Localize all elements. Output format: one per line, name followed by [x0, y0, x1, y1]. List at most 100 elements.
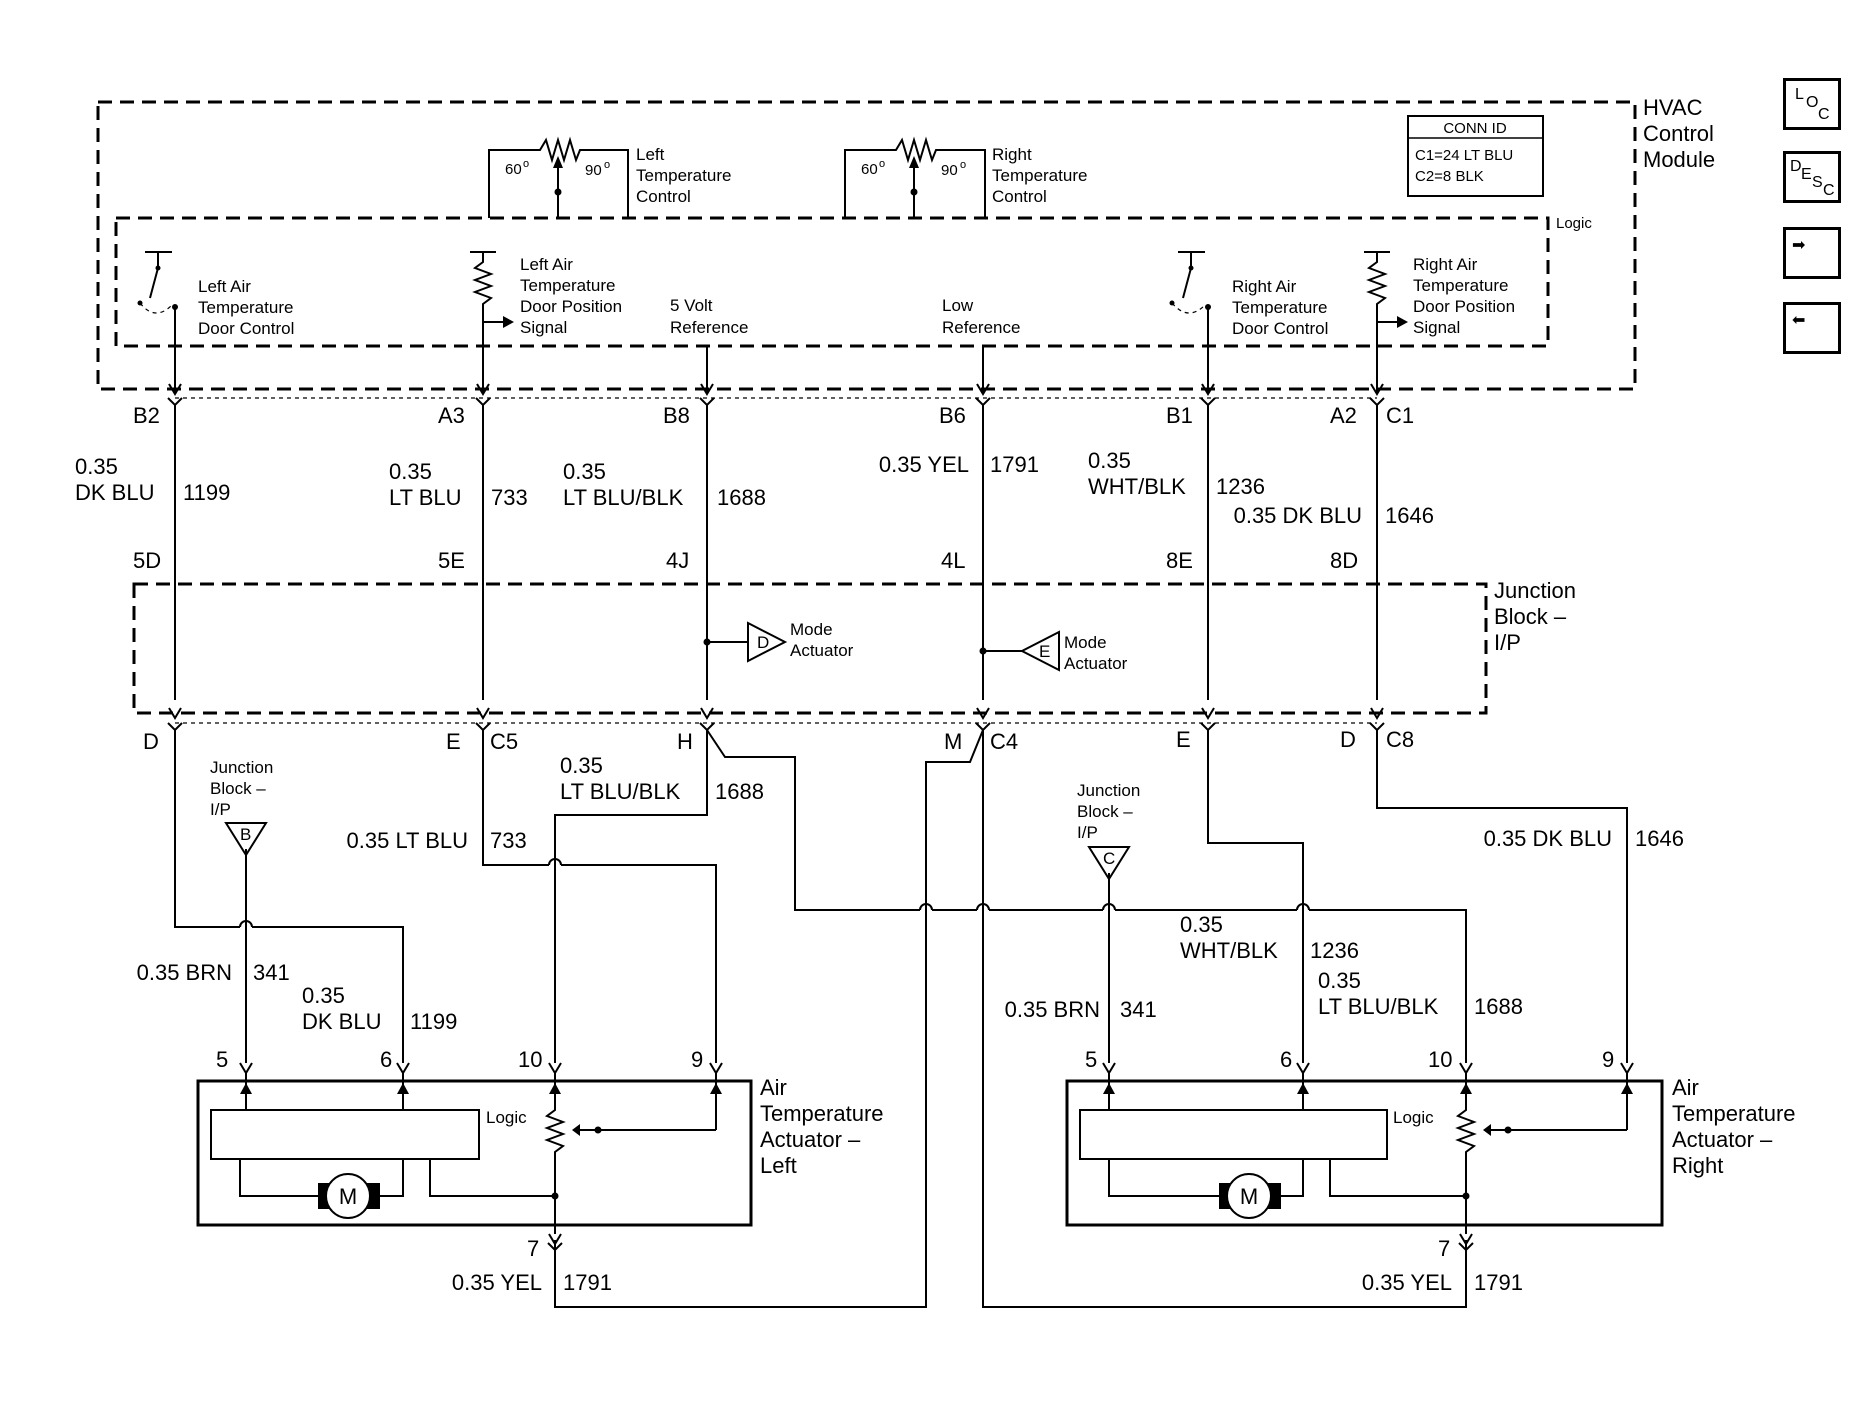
svg-text:I/P: I/P [1494, 630, 1521, 655]
svg-text:Door Position: Door Position [1413, 297, 1515, 316]
svg-text:WHT/BLK: WHT/BLK [1180, 938, 1278, 963]
svg-text:Actuator: Actuator [1064, 654, 1128, 673]
svg-text:1688: 1688 [715, 779, 764, 804]
svg-text:Door Position: Door Position [520, 297, 622, 316]
svg-text:Logic: Logic [486, 1108, 527, 1127]
svg-text:8E: 8E [1166, 548, 1193, 573]
left-actuator: Logic M 7 [196, 1073, 753, 1261]
back-arrow-icon: ⬅ [1792, 312, 1806, 329]
svg-text:Temperature: Temperature [636, 166, 731, 185]
svg-text:1791: 1791 [990, 452, 1039, 477]
svg-text:B: B [240, 825, 251, 844]
low-reference: Low Reference [942, 296, 1020, 393]
svg-text:Temperature: Temperature [520, 276, 615, 295]
svg-text:1791: 1791 [1474, 1270, 1523, 1295]
svg-text:A2: A2 [1330, 403, 1357, 428]
svg-text:o: o [604, 159, 610, 171]
svg-text:Temperature: Temperature [760, 1101, 884, 1126]
svg-text:0.35: 0.35 [1180, 912, 1223, 937]
svg-text:B2: B2 [133, 403, 160, 428]
svg-text:0.35: 0.35 [563, 459, 606, 484]
hvac-connector [167, 383, 1385, 407]
svg-text:LT BLU/BLK: LT BLU/BLK [560, 779, 681, 804]
svg-text:D: D [1340, 727, 1356, 752]
lower-wire-labels: 0.35 LT BLU/BLK 1688 0.35 LT BLU 733 0.3… [137, 753, 1684, 1295]
svg-text:1688: 1688 [717, 485, 766, 510]
svg-text:I/P: I/P [1077, 823, 1098, 842]
left-actuator-pins: 5 6 10 9 [216, 1047, 723, 1075]
svg-text:I/P: I/P [210, 800, 231, 819]
svg-text:0.35: 0.35 [560, 753, 603, 778]
lower-wires [174, 729, 1628, 1308]
mode-actuator-e: E Mode Actuator [979, 630, 1128, 673]
svg-text:0.35 BRN: 0.35 BRN [1005, 997, 1100, 1022]
svg-text:H: H [677, 729, 693, 754]
svg-text:4L: 4L [941, 548, 965, 573]
svg-text:733: 733 [491, 485, 528, 510]
svg-text:0.35 YEL: 0.35 YEL [879, 452, 969, 477]
svg-text:Actuator –: Actuator – [1672, 1127, 1773, 1152]
svg-text:o: o [960, 159, 966, 171]
svg-text:CONN ID: CONN ID [1443, 120, 1507, 137]
svg-text:Reference: Reference [942, 318, 1020, 337]
svg-text:0.35 DK BLU: 0.35 DK BLU [1484, 826, 1612, 851]
forward-arrow-icon: ➡ [1792, 237, 1806, 254]
back-button[interactable]: ⬅ [1783, 302, 1841, 354]
junction-block-bottom-connector [167, 707, 1385, 732]
mode-actuator-d: D Mode Actuator [703, 620, 854, 663]
svg-text:Logic: Logic [1393, 1108, 1434, 1127]
svg-text:C5: C5 [490, 729, 518, 754]
junction-block-title: Junction Block – I/P [1494, 578, 1576, 655]
svg-text:5: 5 [216, 1047, 228, 1072]
svg-text:Signal: Signal [1413, 318, 1460, 337]
svg-text:1236: 1236 [1310, 938, 1359, 963]
svg-text:Temperature: Temperature [1413, 276, 1508, 295]
forward-button[interactable]: ➡ [1783, 227, 1841, 279]
right-door-control-switch: Right Air Temperature Door Control [1169, 251, 1328, 393]
svg-text:8D: 8D [1330, 548, 1358, 573]
svg-text:0.35 LT BLU: 0.35 LT BLU [347, 828, 468, 853]
svg-text:Actuator –: Actuator – [760, 1127, 861, 1152]
svg-text:Module: Module [1643, 147, 1715, 172]
svg-text:Air: Air [760, 1075, 787, 1100]
svg-text:C1: C1 [1386, 403, 1414, 428]
svg-text:Control: Control [992, 187, 1047, 206]
right-actuator-pins: 5 6 10 9 [1085, 1047, 1634, 1075]
svg-text:C: C [1103, 849, 1115, 868]
description-button[interactable]: D E S C [1783, 151, 1841, 203]
svg-text:Junction: Junction [210, 758, 273, 777]
right-actuator-title: Air Temperature Actuator – Right [1672, 1075, 1796, 1178]
svg-text:Mode: Mode [790, 620, 833, 639]
svg-text:HVAC: HVAC [1643, 95, 1703, 120]
junction-block-top-pins: 5D 5E 4J 4L 8E 8D [133, 548, 1358, 573]
svg-text:Right: Right [992, 145, 1032, 164]
svg-text:0.35 DK BLU: 0.35 DK BLU [1234, 503, 1362, 528]
svg-text:Block –: Block – [210, 779, 266, 798]
location-button[interactable]: L O C [1783, 78, 1841, 130]
svg-text:10: 10 [518, 1047, 542, 1072]
hvac-pin-labels: B2 A3 B8 B6 B1 A2 C1 [133, 403, 1414, 428]
svg-text:Air: Air [1672, 1075, 1699, 1100]
svg-text:B8: B8 [663, 403, 690, 428]
five-volt-reference: 5 Volt Reference [670, 296, 748, 393]
svg-text:0.35: 0.35 [75, 454, 118, 479]
svg-text:B6: B6 [939, 403, 966, 428]
svg-text:7: 7 [527, 1236, 539, 1261]
svg-text:Right Air: Right Air [1232, 277, 1297, 296]
junction-block-bottom-pins: D E C5 H M C4 E D C8 [143, 727, 1414, 754]
svg-text:Temperature: Temperature [992, 166, 1087, 185]
right-actuator: Logic M 7 [1065, 1073, 1664, 1261]
ground-ref-b: Junction Block – I/P B [210, 758, 273, 857]
svg-text:90: 90 [585, 162, 602, 179]
svg-text:Control: Control [1643, 121, 1714, 146]
svg-text:1646: 1646 [1635, 826, 1684, 851]
svg-text:Mode: Mode [1064, 633, 1107, 652]
left-actuator-title: Air Temperature Actuator – Left [760, 1075, 884, 1178]
svg-text:7: 7 [1438, 1236, 1450, 1261]
svg-text:341: 341 [253, 960, 290, 985]
svg-text:WHT/BLK: WHT/BLK [1088, 474, 1186, 499]
svg-text:6: 6 [380, 1047, 392, 1072]
svg-text:0.35: 0.35 [1088, 448, 1131, 473]
left-door-position-resistor: Left Air Temperature Door Position Signa… [470, 251, 622, 393]
